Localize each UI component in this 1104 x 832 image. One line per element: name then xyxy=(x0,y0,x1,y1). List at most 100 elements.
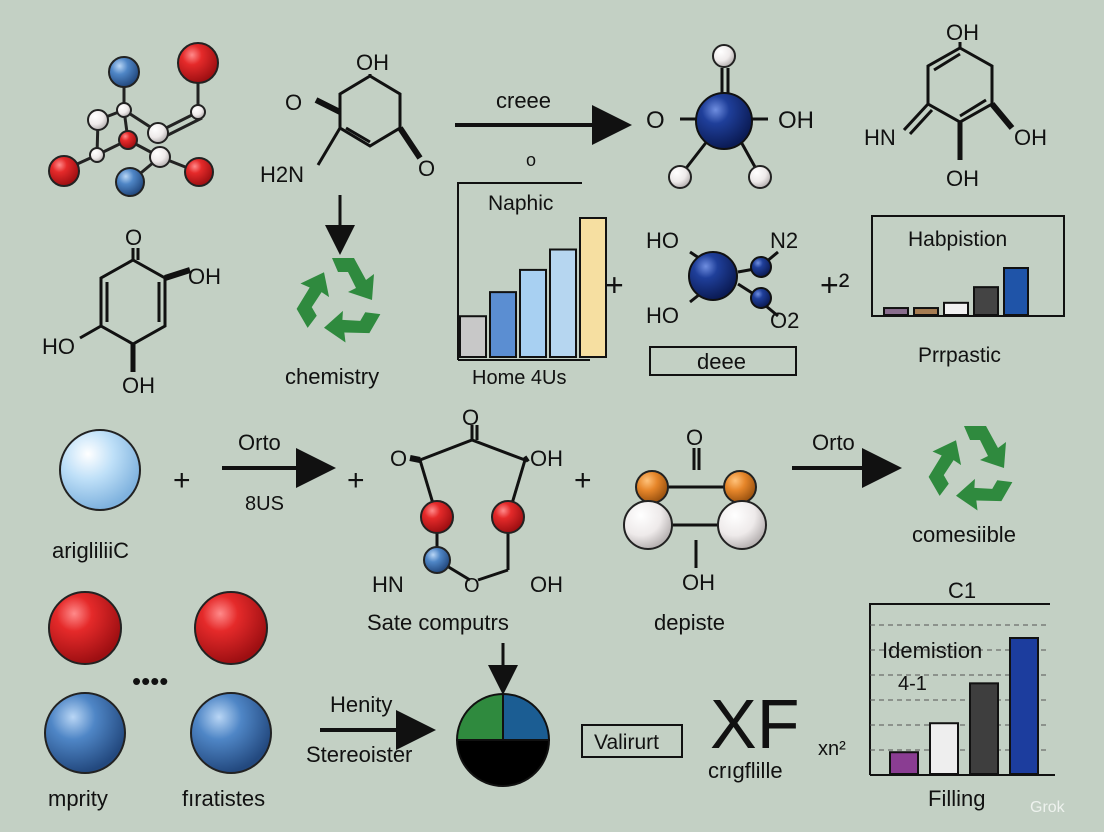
reaction-small-o: o xyxy=(526,150,536,170)
bar-chart-3-annotation-2: 4-1 xyxy=(898,673,927,695)
recycle-icon xyxy=(286,258,381,351)
ring-red-atom xyxy=(491,500,525,534)
white-atom xyxy=(717,500,767,550)
tetra-oh: OH xyxy=(778,107,814,134)
ring-row3-caption: Sate computrs xyxy=(367,610,509,635)
ring-row3-o-bottom: O xyxy=(464,575,480,597)
recycle-label: chemistry xyxy=(285,364,379,389)
reaction-label-top: creee xyxy=(496,88,551,113)
bar-chart-3-xlabel: Filling xyxy=(928,786,985,811)
ring-row3-hn: HN xyxy=(372,572,404,597)
arrow-row4-bottom: Stereoister xyxy=(306,742,412,767)
red-sphere xyxy=(48,591,122,665)
molecule-row3-b-oh: OH xyxy=(682,570,715,595)
blue-sphere xyxy=(190,692,272,774)
bar xyxy=(579,217,607,358)
bar-chart-1-bars xyxy=(459,217,607,359)
ring-row3-o-left: O xyxy=(390,446,407,471)
bar xyxy=(973,286,999,317)
plus-squared: +² xyxy=(820,267,850,303)
molecule-mid-o2: O2 xyxy=(770,308,799,333)
ring-top-right xyxy=(902,42,1015,160)
ring-row3-oh-bottom: OH xyxy=(530,572,563,597)
deee-label: deee xyxy=(697,349,746,374)
ring-red-atom xyxy=(420,500,454,534)
molecule-mid-ho-bottom: HO xyxy=(646,303,679,328)
molecule-mid-atom xyxy=(750,287,772,309)
recycle-2-label: comesiible xyxy=(912,522,1016,547)
pie-slice xyxy=(455,739,551,787)
arrow-row4-top: Henity xyxy=(330,692,392,717)
molecule-mid-n2: N2 xyxy=(770,228,798,253)
xf-caption: crıgflille xyxy=(708,758,783,783)
valirurt-label: Valirurt xyxy=(594,731,659,754)
blue-sphere xyxy=(44,692,126,774)
bar-chart-1-title: Naphic xyxy=(488,192,553,215)
bar xyxy=(1009,637,1039,775)
quinone-oh: OH xyxy=(356,50,389,75)
pie-slice xyxy=(502,692,551,741)
bar-chart-2-bars xyxy=(883,267,1029,317)
ring-blue-atom xyxy=(423,546,451,574)
bar-chart-3-bars xyxy=(889,637,1039,776)
ring-oh-top: OH xyxy=(946,20,979,45)
molecule-a-atoms xyxy=(48,42,219,197)
bar xyxy=(1003,267,1029,316)
molecule-row3-b-o: O xyxy=(686,425,703,450)
molecule-mid-core xyxy=(688,251,738,301)
bar xyxy=(889,751,919,775)
xn2-label: xn² xyxy=(818,738,846,760)
quinone-top xyxy=(314,74,423,166)
ring-row3-oh-right: OH xyxy=(530,446,563,471)
sphere-label: arigliliiC xyxy=(52,538,129,563)
bar xyxy=(519,268,547,359)
row4-label-left: mprity xyxy=(48,786,108,811)
molecule-mid-atom xyxy=(750,256,772,278)
bar xyxy=(969,682,999,775)
valirurt-box xyxy=(581,724,683,758)
arrow-row3-1-top: Orto xyxy=(238,430,281,455)
bar-chart-1-footer: Home 4Us xyxy=(472,367,566,389)
molecule-row3-b-caption: depiste xyxy=(654,610,725,635)
tetra-o: O xyxy=(646,107,665,134)
plus-sign-a: + xyxy=(173,464,191,497)
quinone-o-left: O xyxy=(285,90,302,115)
bar-chart-3 xyxy=(869,603,1055,776)
white-atom xyxy=(623,500,673,550)
bar xyxy=(489,291,517,358)
bar xyxy=(883,307,909,317)
watermark: Grok xyxy=(1030,799,1066,816)
bar-chart-3-grid xyxy=(870,624,1050,751)
ring-row3-o-top: O xyxy=(462,405,479,430)
light-blue-sphere xyxy=(59,429,141,511)
molecule-mid-ho-top: HO xyxy=(646,228,679,253)
orange-atom xyxy=(723,470,757,504)
red-sphere xyxy=(194,591,268,665)
bar-chart-2-caption: Prrpastic xyxy=(918,344,1001,367)
pie-chart xyxy=(455,692,551,787)
plus-sign-b: + xyxy=(347,464,365,497)
plus-sign-c: + xyxy=(574,464,592,497)
ring-left-ho: HO xyxy=(42,334,75,359)
bar xyxy=(913,307,939,317)
quinone-h2n: H2N xyxy=(260,162,304,187)
pie-slice xyxy=(455,692,504,741)
ellipsis-dots: •••• xyxy=(132,666,168,696)
orange-atom xyxy=(635,470,669,504)
ring-left xyxy=(79,248,191,372)
bar-chart-3-title: C1 xyxy=(948,578,976,603)
ring-left-o: O xyxy=(125,225,142,250)
arrow-row3-2-label: Orto xyxy=(812,430,855,455)
ring-left-oh: OH xyxy=(188,264,221,289)
ring-hn: HN xyxy=(864,125,896,150)
ring-oh-right: OH xyxy=(1014,125,1047,150)
ring-oh-bottom: OH xyxy=(946,166,979,191)
tetra-molecule xyxy=(668,44,772,189)
bar xyxy=(549,248,577,358)
bar-chart-2-title: Habpistion xyxy=(908,228,1007,251)
xf-label: XF xyxy=(710,685,799,763)
bar-chart-3-annotation-1: Idemistion xyxy=(882,638,982,663)
bar xyxy=(459,315,487,358)
